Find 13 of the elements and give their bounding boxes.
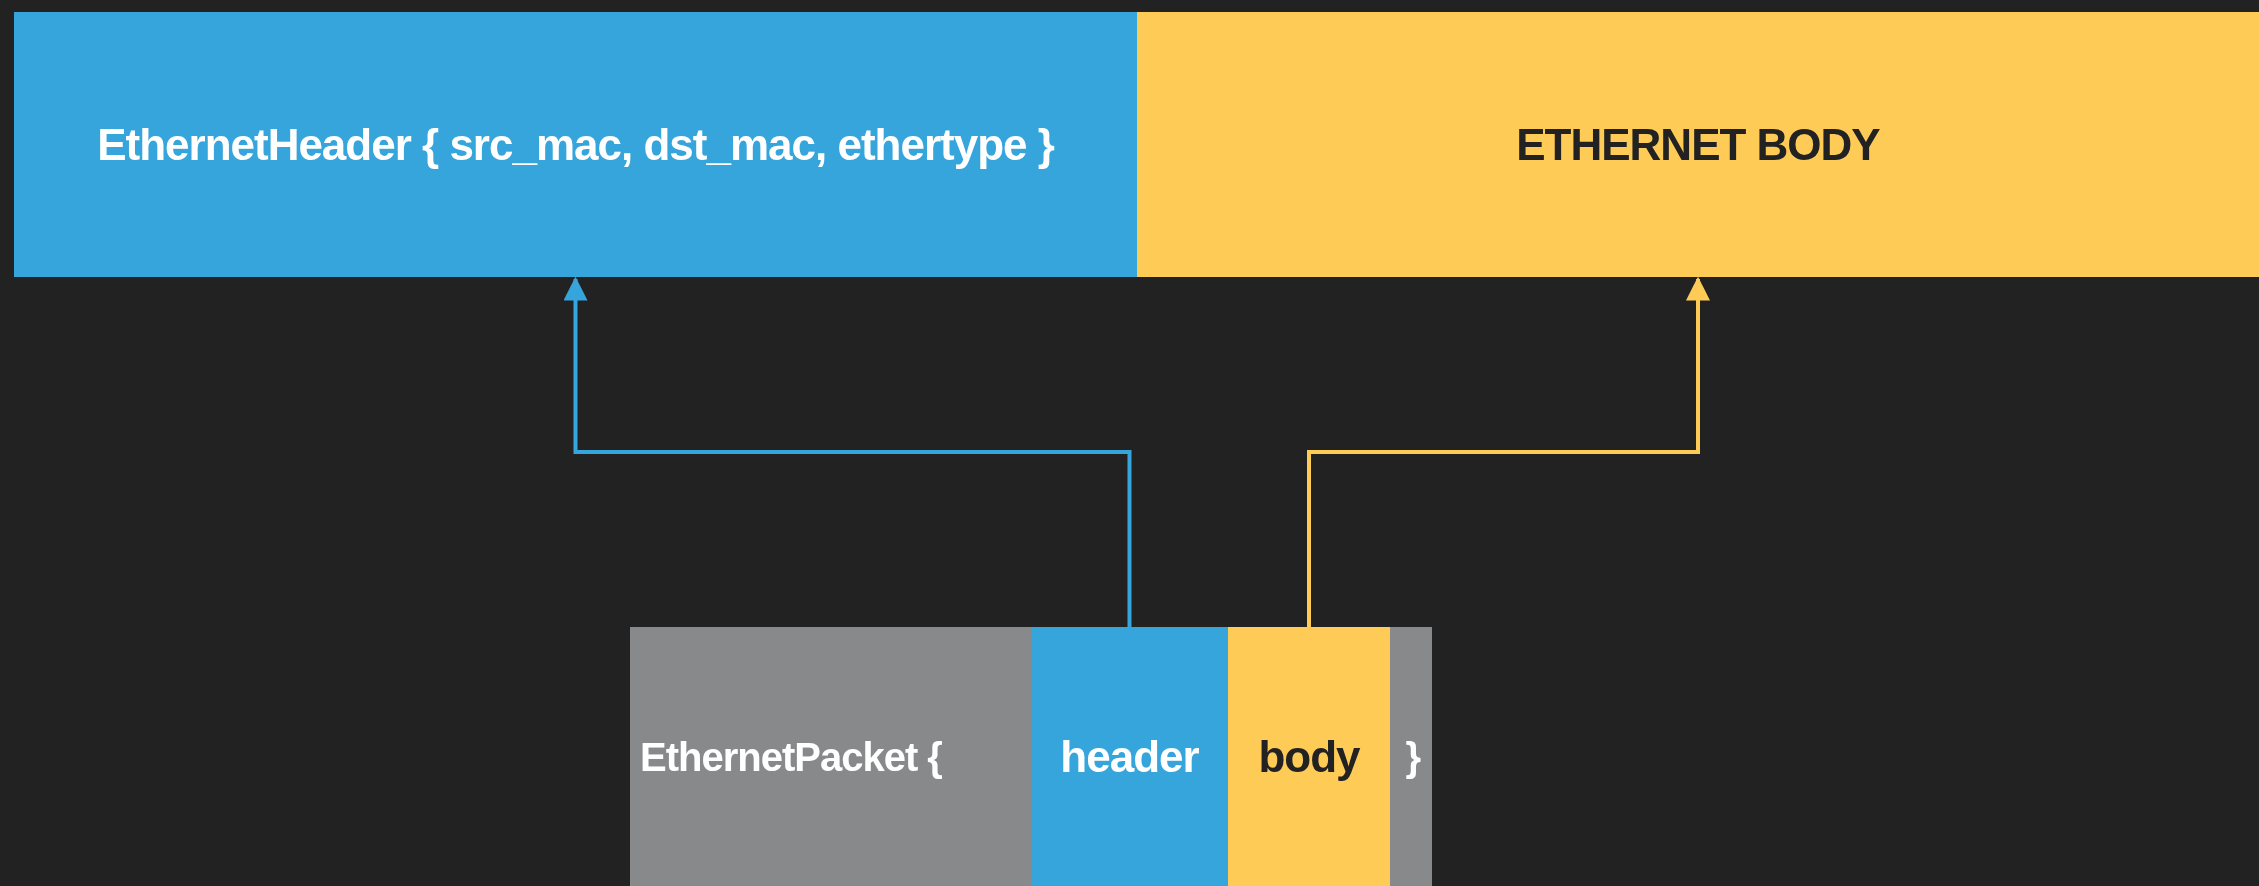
code-text: } xyxy=(1405,734,1420,779)
packet-box xyxy=(630,627,1432,886)
body-field xyxy=(1228,627,1390,886)
code-text: EthernetPacket { xyxy=(640,734,942,779)
header-field xyxy=(1031,627,1228,886)
header-box xyxy=(14,12,1137,277)
body-box xyxy=(1137,12,2259,277)
arrow xyxy=(1307,276,1710,627)
box-label: ETHERNET BODY xyxy=(1516,119,1880,170)
box-label: EthernetHeader { src_mac, dst_mac, ethertype } xyxy=(97,119,1054,170)
box-label: body xyxy=(1258,731,1360,782)
box-label: header xyxy=(1060,731,1199,782)
arrow xyxy=(563,276,1132,627)
